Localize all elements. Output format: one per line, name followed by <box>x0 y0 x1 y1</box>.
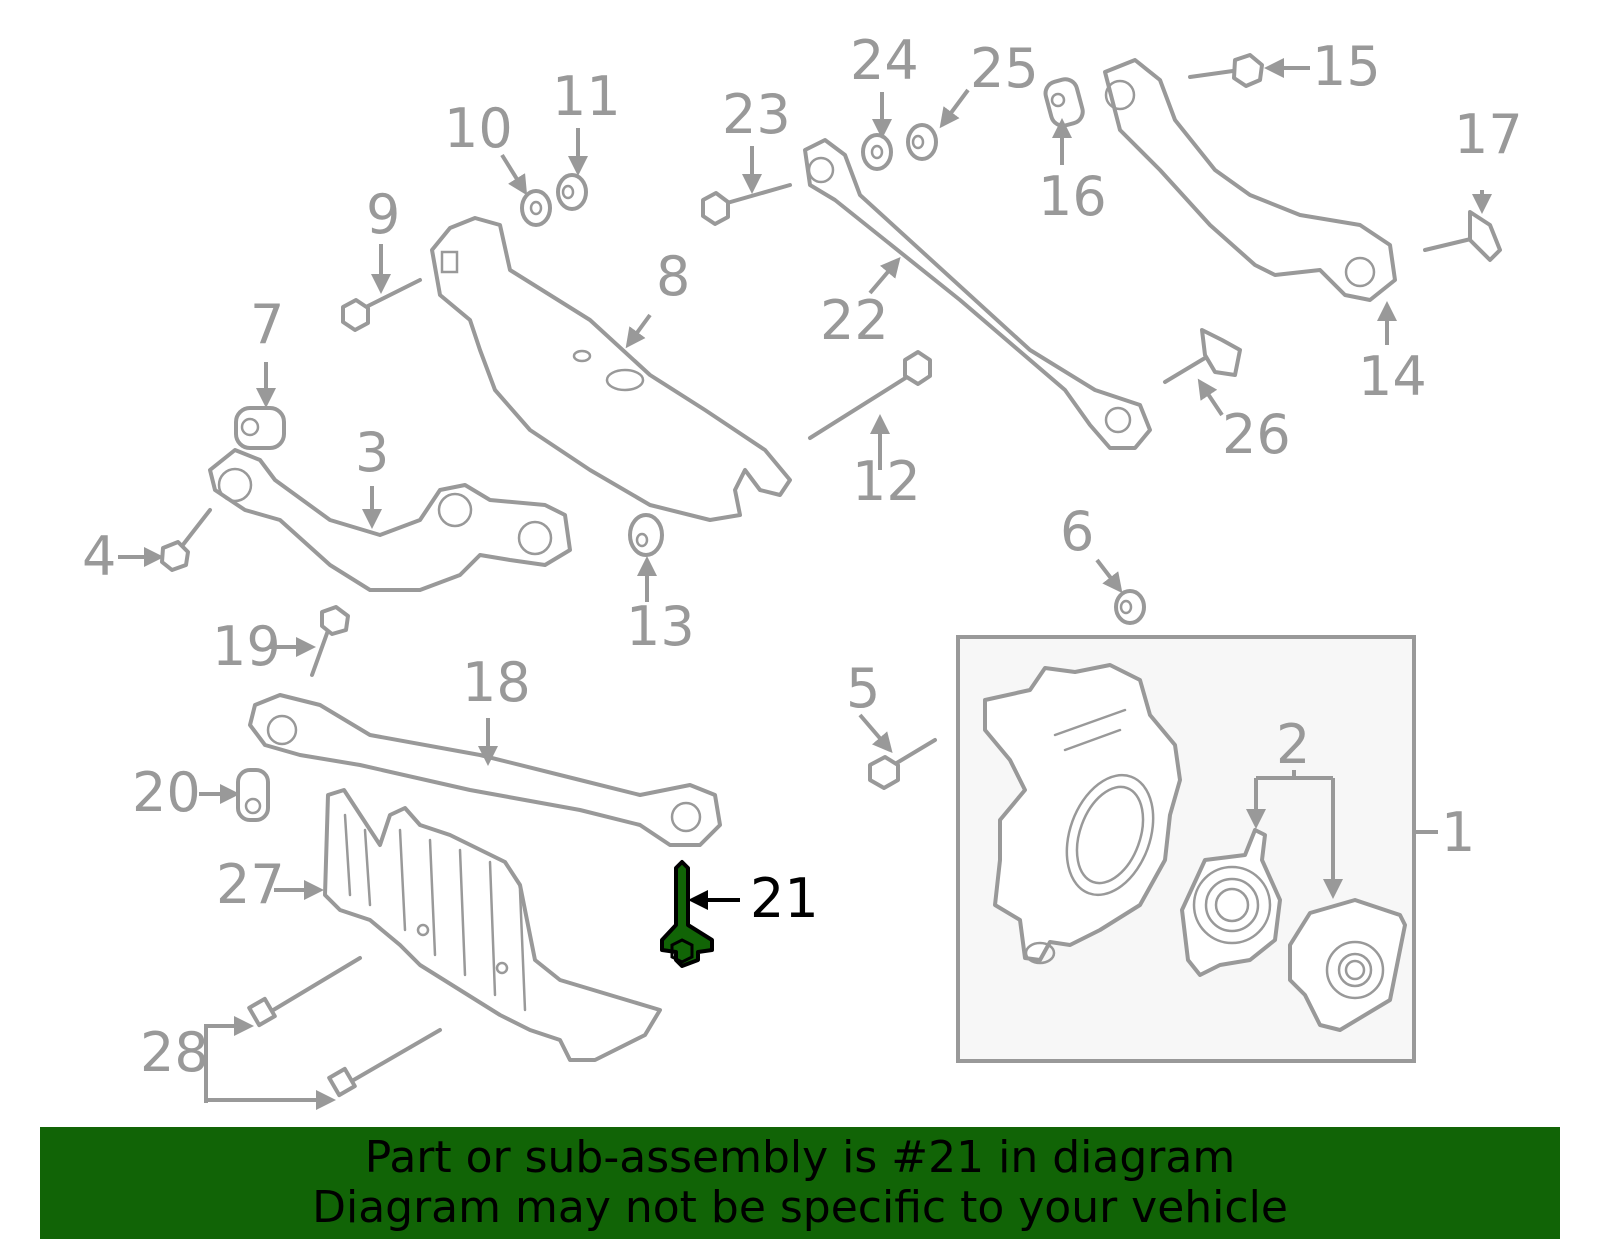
info-banner: Part or sub-assembly is #21 in diagram D… <box>40 1127 1560 1239</box>
callout-23[interactable]: 23 <box>722 83 791 146</box>
callout-7[interactable]: 7 <box>250 293 285 356</box>
callout-19[interactable]: 19 <box>212 615 281 678</box>
part-15-bolt[interactable] <box>1188 53 1264 88</box>
part-25-nut[interactable] <box>906 123 938 161</box>
callout-2[interactable]: 2 <box>1276 713 1311 776</box>
part-13-nut[interactable] <box>628 513 664 557</box>
knuckle-part[interactable] <box>983 663 1182 965</box>
banner-line-1: Part or sub-assembly is #21 in diagram <box>364 1132 1236 1183</box>
part-19-bolt[interactable] <box>310 605 350 677</box>
part-7-bushing[interactable] <box>234 406 286 450</box>
callout-10[interactable]: 10 <box>444 97 513 160</box>
part-4-bolt[interactable] <box>160 508 212 572</box>
part-18-link[interactable] <box>248 693 722 847</box>
part-14-upper-arm[interactable] <box>1103 58 1397 302</box>
callout-8[interactable]: 8 <box>656 245 691 308</box>
part-11-nut[interactable] <box>556 173 588 211</box>
parts-diagram <box>118 53 1502 1110</box>
part-8-lower-arm[interactable] <box>430 216 792 522</box>
callout-24[interactable]: 24 <box>850 29 919 92</box>
part-9-bolt[interactable] <box>341 278 422 332</box>
callout-4[interactable]: 4 <box>82 525 117 588</box>
callout-25[interactable]: 25 <box>970 37 1039 100</box>
callout-1[interactable]: 1 <box>1441 801 1476 864</box>
callout-5[interactable]: 5 <box>846 657 881 720</box>
hub-flange[interactable] <box>1288 898 1407 1032</box>
part-10-washer[interactable] <box>520 189 552 227</box>
callout-16[interactable]: 16 <box>1038 165 1107 228</box>
banner-line-2: Diagram may not be specific to your vehi… <box>312 1182 1288 1233</box>
part-26-bolt[interactable] <box>1163 328 1242 384</box>
hub-bearing[interactable] <box>1180 828 1282 977</box>
label-2-leaders <box>1246 770 1343 899</box>
part-24-washer[interactable] <box>861 133 893 171</box>
callout-27[interactable]: 27 <box>216 853 285 916</box>
leader-lines <box>118 58 1492 1110</box>
callout-9[interactable]: 9 <box>366 183 401 246</box>
callout-11[interactable]: 11 <box>552 65 621 128</box>
part-20-bushing[interactable] <box>236 768 270 822</box>
part-12-bolt[interactable] <box>808 350 932 440</box>
callout-14[interactable]: 14 <box>1358 345 1427 408</box>
part-21-bolt-highlighted[interactable] <box>660 860 740 968</box>
part-6-nut[interactable] <box>1114 589 1146 625</box>
callout-20[interactable]: 20 <box>132 761 201 824</box>
callout-21-highlighted[interactable]: 21 <box>750 867 819 930</box>
part-27-shield[interactable] <box>323 788 662 1062</box>
callout-26[interactable]: 26 <box>1222 403 1291 466</box>
callout-17[interactable]: 17 <box>1454 103 1523 166</box>
callout-12[interactable]: 12 <box>852 450 921 513</box>
callout-22[interactable]: 22 <box>820 289 889 352</box>
part-23-bolt[interactable] <box>701 183 792 226</box>
part-17-bolt[interactable] <box>1423 210 1502 262</box>
part-5-bolt[interactable] <box>868 738 937 790</box>
part-22-link[interactable] <box>803 138 1152 450</box>
part-3-control-arm[interactable] <box>208 448 572 592</box>
callout-6[interactable]: 6 <box>1060 500 1095 563</box>
callout-3[interactable]: 3 <box>355 421 390 484</box>
callout-13[interactable]: 13 <box>626 595 695 658</box>
callout-18[interactable]: 18 <box>462 651 531 714</box>
callout-28[interactable]: 28 <box>140 1021 209 1084</box>
part-28-screws[interactable] <box>247 956 442 1098</box>
callout-15[interactable]: 15 <box>1312 35 1381 98</box>
part-16-bushing[interactable] <box>1043 77 1086 129</box>
